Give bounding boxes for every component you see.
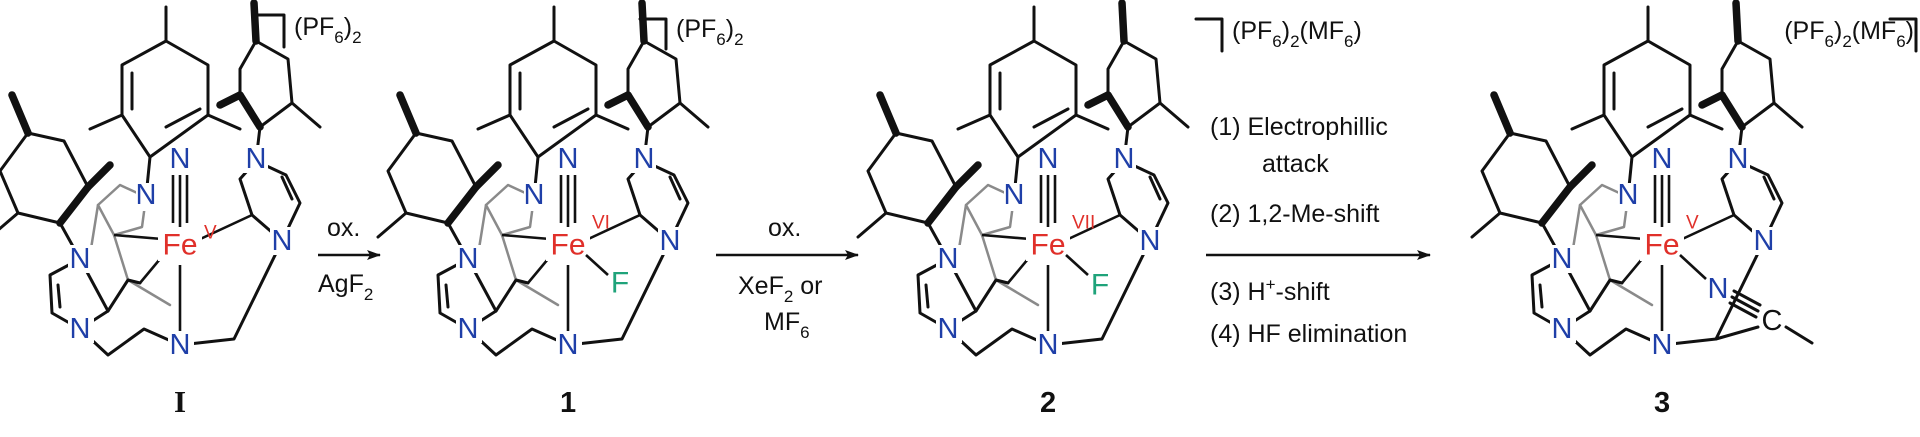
reaction-arrow-3: (1) Electrophillic attack (2) 1,2-Me-shi… — [1206, 113, 1431, 348]
oxidation-state-1: VI — [592, 213, 610, 234]
compound-2: Fe VII F (PF6)2(MF6) 2 — [858, 3, 1362, 419]
step-2: (2) 1,2-Me-shift — [1210, 200, 1380, 228]
iron-atom-2: Fe — [1030, 229, 1065, 262]
compound-3: Fe V N C 3 — [1472, 3, 1918, 419]
compound-I: Fe V (PF6)2 I — [0, 3, 362, 419]
compound-label-I: I — [174, 384, 186, 419]
oxidation-state-2: VII — [1072, 213, 1095, 234]
step-3: (3) H+-shift — [1210, 275, 1330, 306]
step-1-line-1: (1) Electrophillic — [1210, 113, 1388, 141]
reaction-arrow-2: ox. XeF2 or MF6 — [716, 214, 859, 342]
arrow-2-above: ox. — [768, 214, 801, 242]
step-1-line-2: attack — [1262, 150, 1329, 178]
arrow-1-above: ox. — [327, 214, 360, 242]
oxidation-state-I: V — [204, 223, 217, 244]
iron-atom-I: Fe — [162, 229, 197, 262]
counterion-3-text: (PF6)2(MF6) — [1784, 17, 1914, 51]
counterion-I: (PF6)2 — [294, 13, 362, 47]
counterion-1: (PF6)2 — [676, 15, 744, 49]
arrow-2-below-line2: MF6 — [764, 308, 810, 342]
nitrile-nitrogen: N — [1708, 273, 1729, 305]
fluoride-atom-2: F — [1091, 269, 1109, 302]
iron-atom-3: Fe — [1644, 229, 1679, 262]
arrow-1-below: AgF2 — [318, 270, 373, 304]
oxidation-state-3: V — [1686, 213, 1699, 234]
reaction-arrow-1: ox. AgF2 — [318, 214, 381, 304]
arrow-2-below: XeF2 or — [738, 272, 823, 306]
fluoride-atom-1: F — [611, 267, 629, 300]
counterion-2: (PF6)2(MF6) — [1232, 17, 1362, 51]
iron-atom-1: Fe — [550, 229, 585, 262]
step-4: (4) HF elimination — [1210, 320, 1407, 348]
nitrile-carbon: C — [1762, 305, 1783, 337]
compound-1: Fe VI F (PF6)2 1 — [378, 3, 744, 419]
compound-label-1: 1 — [560, 387, 576, 419]
compound-label-2: 2 — [1040, 387, 1056, 419]
compound-label-3: 3 — [1654, 387, 1670, 419]
